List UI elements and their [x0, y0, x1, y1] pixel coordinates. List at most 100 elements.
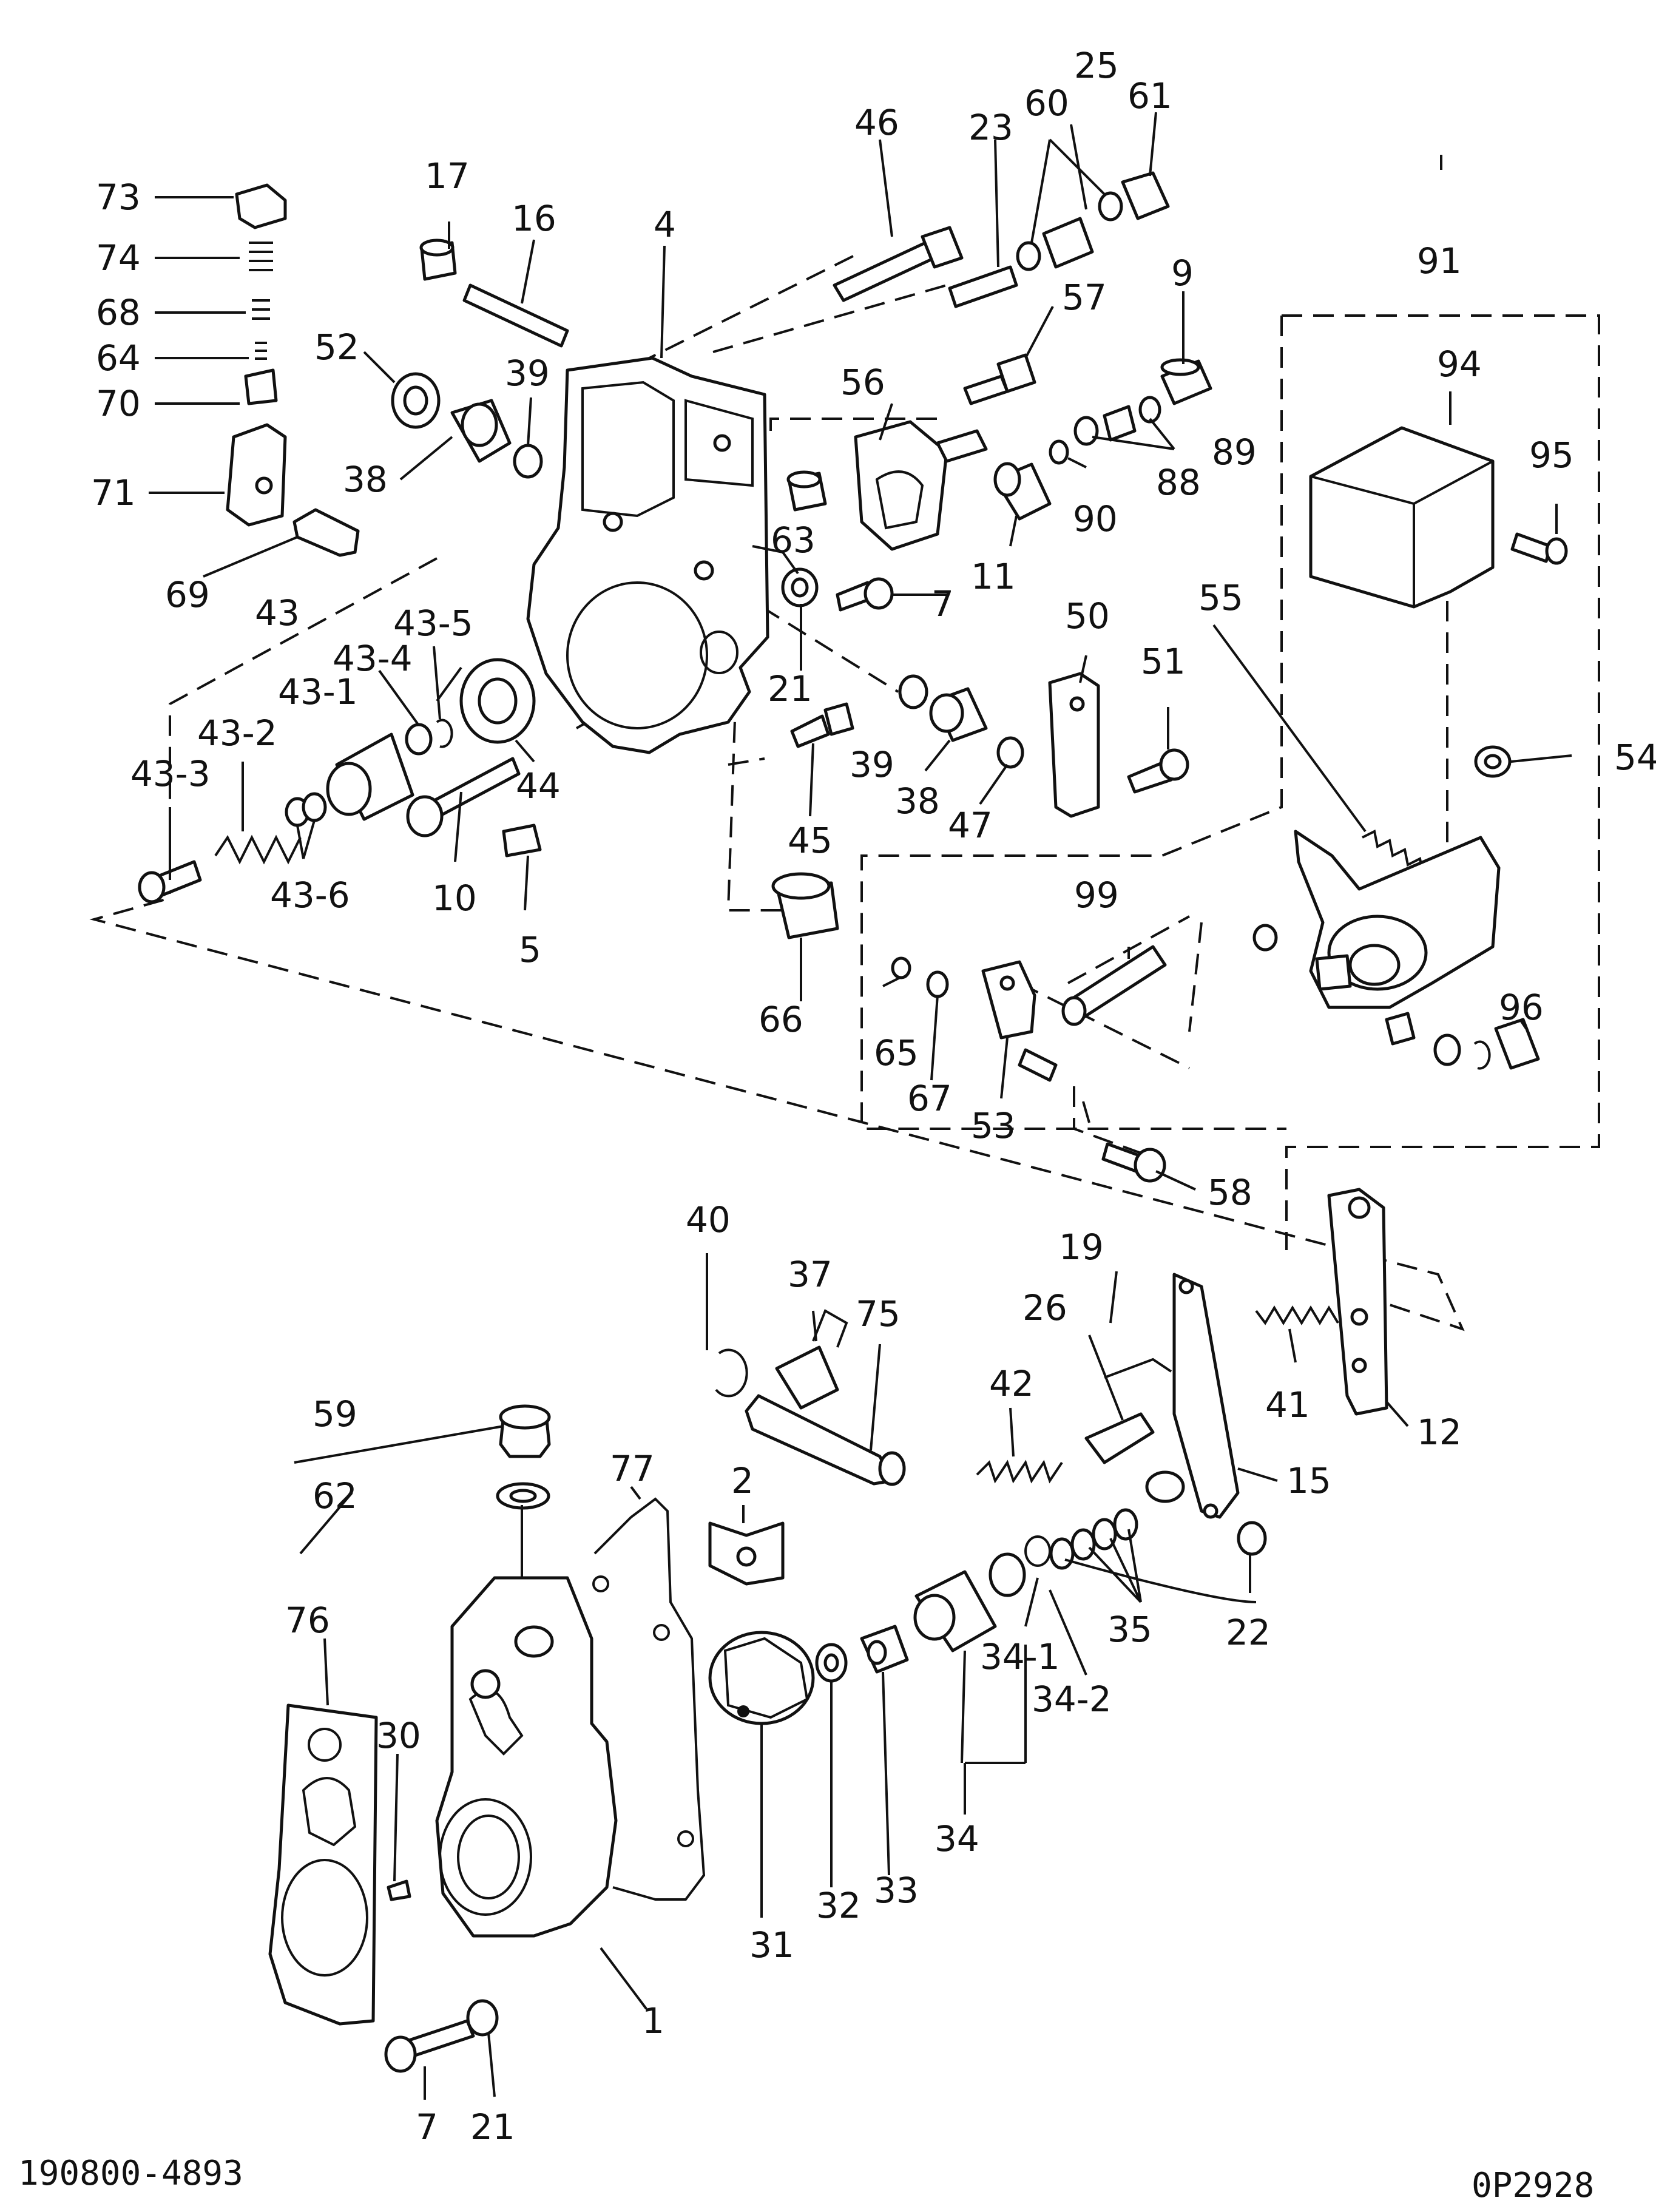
pump-housing-part-4	[526, 356, 769, 754]
o-ring-part-90	[1049, 439, 1069, 465]
callout-44: 44	[516, 765, 561, 807]
callout-35: 35	[1107, 1609, 1152, 1650]
callout-31: 31	[749, 1924, 794, 1966]
callout-38-lower: 38	[895, 780, 940, 822]
callout-65: 65	[874, 1032, 919, 1074]
callout-43-4: 43-4	[333, 638, 413, 679]
governor-housing-part-1	[435, 1576, 618, 1938]
pin-part-16	[462, 283, 569, 348]
bolt-part-5	[502, 824, 542, 857]
callout-38: 38	[343, 459, 388, 500]
nut-part-61	[1121, 171, 1170, 220]
plate-part-2	[708, 1521, 785, 1586]
bolt-part-7-upper	[836, 577, 894, 612]
callout-7-lower: 7	[416, 2106, 438, 2148]
callout-88: 88	[1156, 462, 1201, 503]
callout-99: 99	[1074, 874, 1119, 916]
bolt-part-51	[1127, 748, 1189, 794]
nut-part-88	[1073, 396, 1161, 446]
callout-61: 61	[1127, 75, 1172, 117]
sleeve-part-33	[860, 1625, 909, 1674]
callout-70: 70	[96, 383, 141, 424]
callout-39: 39	[505, 353, 550, 394]
callout-34-2: 34-2	[1032, 1679, 1112, 1720]
callout-37: 37	[788, 1254, 833, 1295]
washers-part-43-6	[285, 792, 327, 827]
spring-part-41	[1255, 1305, 1339, 1325]
ring-part-52	[391, 372, 441, 429]
callout-76: 76	[285, 1600, 330, 1641]
cap-part-22	[1237, 1521, 1267, 1556]
solenoid-body	[1294, 830, 1501, 1009]
callout-73: 73	[96, 177, 141, 218]
callout-16: 16	[512, 198, 556, 239]
washer-part-62	[496, 1482, 550, 1510]
callout-17: 17	[425, 155, 470, 197]
snap-ring-part-40	[715, 1348, 748, 1398]
callout-66: 66	[759, 999, 803, 1040]
callout-43-1: 43-1	[278, 671, 358, 712]
callout-43-2: 43-2	[197, 712, 277, 754]
spring-part-55	[1362, 830, 1424, 874]
gasket-part-76	[268, 1703, 378, 2026]
callout-23: 23	[968, 107, 1013, 148]
gasket-part-77	[592, 1497, 706, 1901]
bushing-part-38	[450, 399, 512, 463]
callout-95: 95	[1529, 435, 1574, 476]
nut-part-54	[1474, 745, 1512, 778]
bolt-part-7-lower	[384, 2019, 475, 2073]
small-parts-solenoid	[1252, 924, 1491, 1070]
spring-part-74	[249, 242, 273, 271]
callout-58: 58	[1208, 1172, 1252, 1213]
spring-part-68	[252, 299, 270, 320]
callout-41: 41	[1265, 1384, 1310, 1426]
spring-part-64	[255, 342, 267, 360]
plug-part-59	[499, 1404, 551, 1458]
callout-52: 52	[314, 326, 359, 368]
callout-30: 30	[376, 1715, 421, 1756]
callout-7-upper: 7	[931, 583, 954, 624]
lever-shaft-part-37	[745, 1309, 906, 1486]
callout-90: 90	[1073, 498, 1118, 539]
nut-part-21-lower	[466, 1999, 499, 2037]
o-ring-part-39-lower	[898, 674, 928, 709]
callout-67: 67	[907, 1078, 952, 1119]
washer-part-67	[926, 970, 949, 998]
sleeve-part-70	[244, 368, 278, 405]
washer-part-32	[815, 1643, 848, 1683]
callout-43-3: 43-3	[130, 753, 211, 794]
callout-89: 89	[1212, 431, 1257, 473]
shaft-part-69	[292, 508, 360, 557]
callout-21-lower: 21	[470, 2106, 515, 2148]
callout-labels: 73 74 68 64 70 71 69 17 16 4 52 39 38 46…	[91, 45, 1656, 2148]
bolt-part-45	[790, 702, 854, 748]
washer-part-43-4	[405, 723, 433, 756]
cap-part-96	[1494, 1018, 1540, 1070]
callout-56: 56	[840, 362, 885, 403]
spring-guide-part-11	[993, 462, 1052, 521]
spring-part-99	[1061, 945, 1167, 1026]
bushing-part-38-lower	[929, 687, 988, 742]
bracket-part-26	[1084, 1358, 1172, 1464]
clip-part-73	[235, 183, 287, 229]
callout-12: 12	[1417, 1412, 1462, 1453]
callout-96: 96	[1499, 987, 1544, 1028]
lever-part-50	[1048, 672, 1100, 818]
callout-53: 53	[971, 1105, 1016, 1146]
callout-59: 59	[313, 1393, 357, 1435]
flyweight-part-31	[708, 1631, 815, 1725]
callout-43-6: 43-6	[270, 874, 350, 916]
callout-33: 33	[874, 1870, 919, 1911]
callout-55: 55	[1198, 577, 1243, 618]
cover-part-56	[854, 420, 988, 551]
callout-77: 77	[610, 1448, 655, 1489]
lever-part-53	[981, 960, 1058, 1082]
callout-11: 11	[971, 556, 1016, 597]
callout-74: 74	[96, 237, 141, 279]
assembly-group-lines	[89, 254, 1600, 1331]
callout-71: 71	[91, 472, 136, 513]
callout-57: 57	[1062, 277, 1107, 318]
piston-part-43-1	[326, 732, 414, 821]
sleeve-part-9	[1160, 358, 1212, 405]
